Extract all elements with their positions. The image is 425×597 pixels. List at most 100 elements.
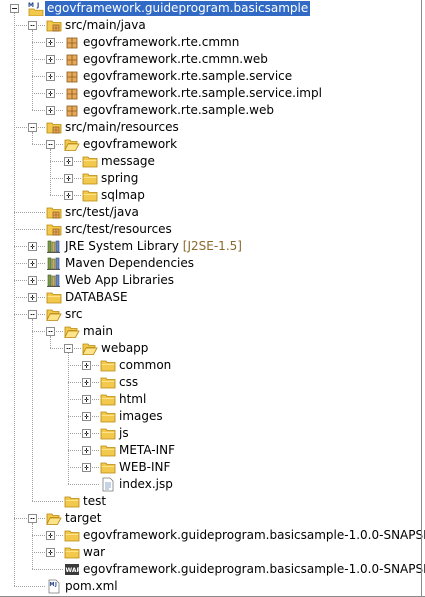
- tree-item-jre-system-library[interactable]: JRE System Library[J2SE-1.5]: [0, 238, 421, 255]
- tree-item-text: src/main/resources: [65, 120, 179, 134]
- tree-item-label: egovframework.rte.cmmn.web: [81, 52, 270, 67]
- folder-icon: [100, 375, 116, 390]
- tree-item-src-test-resources[interactable]: src/test/resources: [0, 221, 421, 238]
- tree-connector: [32, 535, 63, 536]
- tree-connector: [68, 399, 99, 400]
- package-icon: [64, 103, 80, 118]
- tree-item-label: egovframework.rte.sample.service.impl: [81, 86, 324, 101]
- tree-item-egovframework-rte-cmmn-web[interactable]: egovframework.rte.cmmn.web: [0, 51, 421, 68]
- tree-item-label: war: [81, 545, 107, 560]
- folder-open-icon: [46, 511, 62, 526]
- tree-item-text: html: [119, 392, 147, 406]
- tree-connector: [14, 586, 45, 587]
- tree-item-meta-inf[interactable]: META-INF: [0, 442, 421, 459]
- tree-item-suffix: [J2SE-1.5]: [182, 239, 242, 253]
- svg-text:J: J: [36, 2, 39, 9]
- tree-item-common[interactable]: common: [0, 357, 421, 374]
- tree-guide-line: [32, 319, 33, 501]
- tree-item-label: images: [117, 409, 165, 424]
- svg-text:M: M: [50, 582, 55, 588]
- tree-item-label: sqlmap: [99, 188, 147, 203]
- tree-item-text: egovframework.rte.sample.service: [83, 69, 293, 83]
- tree-item-egovframework[interactable]: egovframework: [0, 136, 421, 153]
- tree-item-maven-dependencies[interactable]: Maven Dependencies: [0, 255, 421, 272]
- source-folder-icon: [46, 120, 62, 135]
- tree-item-js[interactable]: js: [0, 425, 421, 442]
- tree-connector: [14, 246, 45, 247]
- tree-item-text: egovframework.rte.sample.web: [83, 103, 274, 117]
- tree-guide-line: [50, 149, 51, 195]
- tree-item-text: target: [65, 511, 102, 525]
- tree-item-label: message: [99, 154, 157, 169]
- tree-item-egovframework-guideprogram-basicsample-1-0-0-snapsh[interactable]: egovframework.guideprogram.basicsample-1…: [0, 527, 425, 544]
- tree-item-label: Maven Dependencies: [63, 256, 196, 271]
- tree-item-label: spring: [99, 171, 140, 186]
- package-icon: [64, 86, 80, 101]
- tree-item-text: war: [83, 545, 106, 559]
- tree-connector: [32, 552, 63, 553]
- tree-connector: [32, 110, 63, 111]
- tree-item-text: sqlmap: [101, 188, 145, 202]
- folder-open-icon: [64, 137, 80, 152]
- tree-item-text: egovframework.rte.sample.service.impl: [83, 86, 322, 100]
- tree-item-index-jsp[interactable]: index.jsp: [0, 476, 421, 493]
- tree-guide-line: [32, 132, 33, 144]
- tree-item-web-inf[interactable]: WEB-INF: [0, 459, 421, 476]
- tree-item-egovframework-rte-sample-web[interactable]: egovframework.rte.sample.web: [0, 102, 421, 119]
- tree-connector: [14, 263, 45, 264]
- tree-item-text: DATABASE: [65, 290, 128, 304]
- library-icon: [46, 239, 62, 254]
- war-archive-icon: WAR: [64, 562, 81, 577]
- tree-guide-line: [68, 353, 69, 484]
- tree-item-src-test-java[interactable]: src/test/java: [0, 204, 421, 221]
- tree-item-egovframework-rte-sample-service-impl[interactable]: egovframework.rte.sample.service.impl: [0, 85, 421, 102]
- tree-connector: [14, 25, 45, 26]
- panel-border-right: [421, 0, 422, 597]
- tree-item-target[interactable]: target: [0, 510, 421, 527]
- tree-item-html[interactable]: html: [0, 391, 421, 408]
- folder-icon: [100, 392, 116, 407]
- tree-item-label: index.jsp: [117, 477, 175, 492]
- tree-item-egovframework-rte-sample-service[interactable]: egovframework.rte.sample.service: [0, 68, 421, 85]
- tree-item-label: egovframework.guideprogram.basicsample-1…: [81, 562, 425, 577]
- tree-item-war[interactable]: war: [0, 544, 421, 561]
- tree-item-images[interactable]: images: [0, 408, 421, 425]
- tree-item-src[interactable]: src: [0, 306, 421, 323]
- tree-item-main[interactable]: main: [0, 323, 421, 340]
- folder-icon: [82, 154, 98, 169]
- source-folder-icon: [46, 18, 62, 33]
- folder-icon: [64, 494, 80, 509]
- svg-text:WAR: WAR: [66, 567, 81, 574]
- tree-connector: [32, 331, 63, 332]
- tree-item-label: src/test/java: [63, 205, 141, 220]
- tree-item-text: message: [101, 154, 155, 168]
- tree-guide-line: [32, 30, 33, 110]
- tree-item-web-app-libraries[interactable]: Web App Libraries: [0, 272, 421, 289]
- tree-connector: [32, 569, 63, 570]
- collapse-toggle[interactable]: [10, 4, 19, 13]
- svg-text:J: J: [54, 582, 57, 588]
- tree-item-text: css: [119, 375, 139, 389]
- tree-item-label: common: [117, 358, 173, 373]
- source-folder-icon: [46, 222, 62, 237]
- tree-item-database[interactable]: DATABASE: [0, 289, 421, 306]
- tree-connector: [14, 229, 45, 230]
- tree-connector: [50, 161, 81, 162]
- tree-item-text: META-INF: [119, 443, 176, 457]
- jsp-file-icon: [100, 477, 116, 492]
- tree-connector: [68, 450, 99, 451]
- tree-item-css[interactable]: css: [0, 374, 421, 391]
- tree-item-src-main-resources[interactable]: src/main/resources: [0, 119, 421, 136]
- tree-item-src-main-java[interactable]: src/main/java: [0, 17, 421, 34]
- tree-item-label: DATABASE: [63, 290, 130, 305]
- tree-item-label: egovframework.rte.sample.web: [81, 103, 276, 118]
- tree-connector: [32, 501, 63, 502]
- tree-item-egovframework-rte-cmmn[interactable]: egovframework.rte.cmmn: [0, 34, 421, 51]
- tree-item-text: Maven Dependencies: [65, 256, 195, 270]
- tree-item-test[interactable]: test: [0, 493, 421, 510]
